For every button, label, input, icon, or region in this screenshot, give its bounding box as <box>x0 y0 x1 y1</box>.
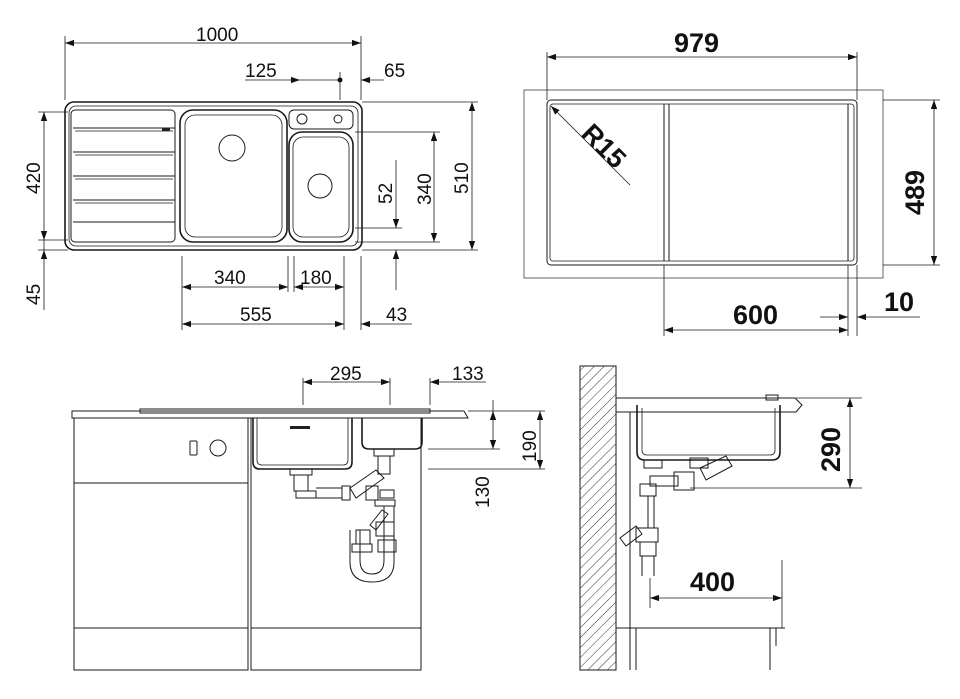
dim-tap-offset-right: 65 <box>384 61 405 82</box>
tap-deck <box>288 109 354 130</box>
worktop <box>71 410 469 419</box>
dim-cutout-depth: 489 <box>900 170 930 215</box>
dim-front-main-bowl-depth: 190 <box>520 430 541 462</box>
brand-plate <box>162 128 170 131</box>
dim-side-bowl-depth: 290 <box>816 427 846 472</box>
small-bowl <box>288 131 354 243</box>
top-view: 1000 125 65 510 340 52 420 45 <box>24 25 478 330</box>
small-bowl-drain <box>307 173 333 199</box>
sink-outline <box>64 101 363 251</box>
dim-front-small-bowl-depth: 130 <box>473 476 494 508</box>
dim-front-offset: 45 <box>24 284 45 305</box>
dishwasher-cabinet <box>73 417 249 671</box>
cutout-view: 979 R15 489 600 10 <box>523 28 940 336</box>
side-worktop <box>616 397 803 413</box>
dim-small-bowl-width: 180 <box>300 268 332 289</box>
dim-bowl-section-width: 600 <box>733 300 778 330</box>
front-view: 295 133 190 130 <box>71 364 545 671</box>
main-bowl <box>179 109 288 243</box>
dim-small-bowl-depth: 340 <box>415 173 436 205</box>
tap-hole-icon <box>296 113 308 125</box>
side-view: 290 400 <box>579 365 862 671</box>
dim-cutout-width: 979 <box>674 28 719 58</box>
dim-tap-offset-left: 125 <box>245 61 277 82</box>
worktop-outline <box>523 89 884 279</box>
waste-control-icon <box>333 114 343 124</box>
dim-overall-depth: 510 <box>452 162 473 194</box>
dishwasher-button-icon <box>189 440 198 456</box>
dim-front-small-bowl-width: 133 <box>452 364 484 385</box>
dim-corner-radius: R15 <box>576 118 632 174</box>
dim-main-bowl-width: 340 <box>214 268 246 289</box>
front-main-bowl <box>252 418 353 470</box>
side-bowl <box>636 405 781 461</box>
dim-side-margin: 43 <box>386 305 407 326</box>
cutout-inner <box>549 103 855 262</box>
wall-section <box>579 365 617 671</box>
dim-cabinet-depth: 400 <box>690 567 735 597</box>
dim-bowls-total-width: 555 <box>240 305 272 326</box>
drainer-area <box>70 109 176 243</box>
cutout-outline <box>546 99 858 266</box>
main-bowl-drain <box>218 134 246 162</box>
dim-main-bowl-depth: 420 <box>24 162 45 194</box>
dim-rear-offset: 52 <box>376 183 397 204</box>
waste-pipes <box>289 448 397 583</box>
tap-center-dot <box>337 77 343 83</box>
dishwasher-knob-icon <box>209 439 227 457</box>
sink-inner-rim <box>68 105 359 247</box>
dim-front-main-bowl-width: 295 <box>330 364 362 385</box>
side-waste-pipes <box>619 455 733 576</box>
sink-rim <box>139 408 431 414</box>
dim-overall-width: 1000 <box>196 25 238 46</box>
front-small-bowl <box>361 418 423 450</box>
dim-rim-offset: 10 <box>884 287 914 317</box>
